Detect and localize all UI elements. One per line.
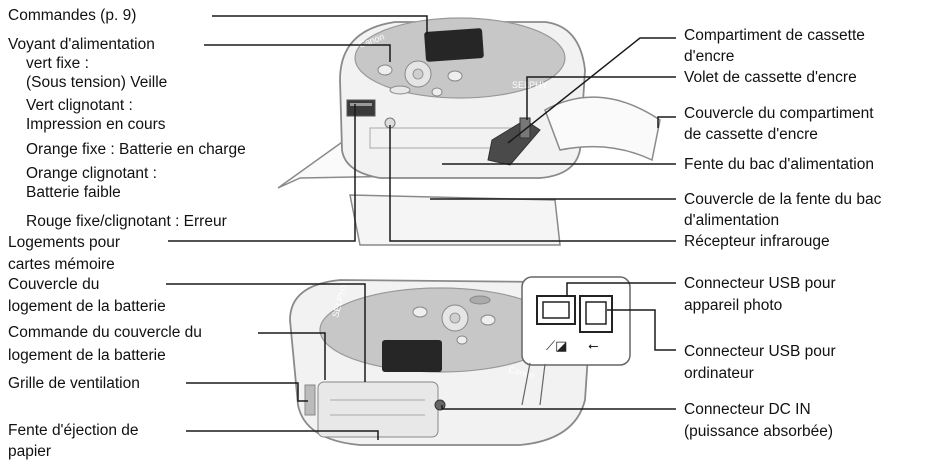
label-logements-2: cartes mémoire [8,256,115,273]
label-rouge: Rouge fixe/clignotant : Erreur [26,213,227,230]
printer-rear-view: SELPHY Canon ⟋◪ ⭠ [289,276,631,446]
label-compartiment-1: Compartiment de cassette [684,27,865,44]
label-grille: Grille de ventilation [8,375,140,392]
label-usb-ordi-1: Connecteur USB pour [684,343,836,360]
label-impression: Impression en cours [26,116,166,133]
lcd-screen-top [424,28,484,62]
label-vert-clignotant: Vert clignotant : [26,97,133,114]
usb-direct-icon: ⟋◪ [546,339,567,354]
leader-lines [166,15,676,440]
label-dc-in-2: (puissance absorbée) [684,423,834,440]
label-orange-fixe: Orange fixe : Batterie en charge [26,141,246,158]
usb-trident-icon: ⭠ [588,339,598,354]
label-fente-ejection-2: papier [8,443,52,460]
label-couvercle-fente-2: d'alimentation [684,212,780,229]
label-orange-clignotant: Orange clignotant : [26,165,157,182]
model-text-top: SELPHY [512,80,548,90]
label-couvercle-batt-1: Couvercle du [8,276,100,293]
paper-feed-cover-shape [349,194,561,246]
label-couvercle-comp-2: de cassette d'encre [684,126,818,143]
label-voyant-title: Voyant d'alimentation [8,36,155,53]
label-volet: Volet de cassette d'encre [684,69,857,86]
label-sous-tension: (Sous tension) Veille [26,74,168,91]
label-couvercle-comp-1: Couvercle du compartiment [684,105,874,122]
label-commande-couv-2: logement de la batterie [8,347,166,364]
memory-card-slots [346,99,376,117]
label-commandes: Commandes (p. 9) [8,7,137,24]
label-commande-couv-1: Commande du couvercle du [8,324,202,341]
label-usb-photo-2: appareil photo [684,297,783,314]
lcd-screen-bottom [382,340,442,372]
label-usb-ordi-2: ordinateur [684,365,754,382]
vent-grille-shape [304,384,316,416]
label-logements-1: Logements pour [8,234,121,251]
label-compartiment-2: d'encre [684,48,735,65]
ink-compartment-cover [544,96,661,162]
label-vert-fixe: vert fixe : [26,55,89,72]
label-dc-in-1: Connecteur DC IN [684,401,811,418]
battery-cover-shape [317,381,439,438]
label-fente-bac: Fente du bac d'alimentation [684,156,874,173]
printer-top-view: Canon SELPHY [277,17,661,246]
label-couvercle-fente-1: Couvercle de la fente du bac [684,191,882,208]
ink-cassette-flap [519,117,531,139]
label-usb-photo-1: Connecteur USB pour [684,275,836,292]
label-couvercle-batt-2: logement de la batterie [8,298,166,315]
label-batterie-faible: Batterie faible [26,184,121,201]
label-fente-ejection-1: Fente d'éjection de [8,422,139,439]
label-recepteur: Récepteur infrarouge [684,233,830,250]
